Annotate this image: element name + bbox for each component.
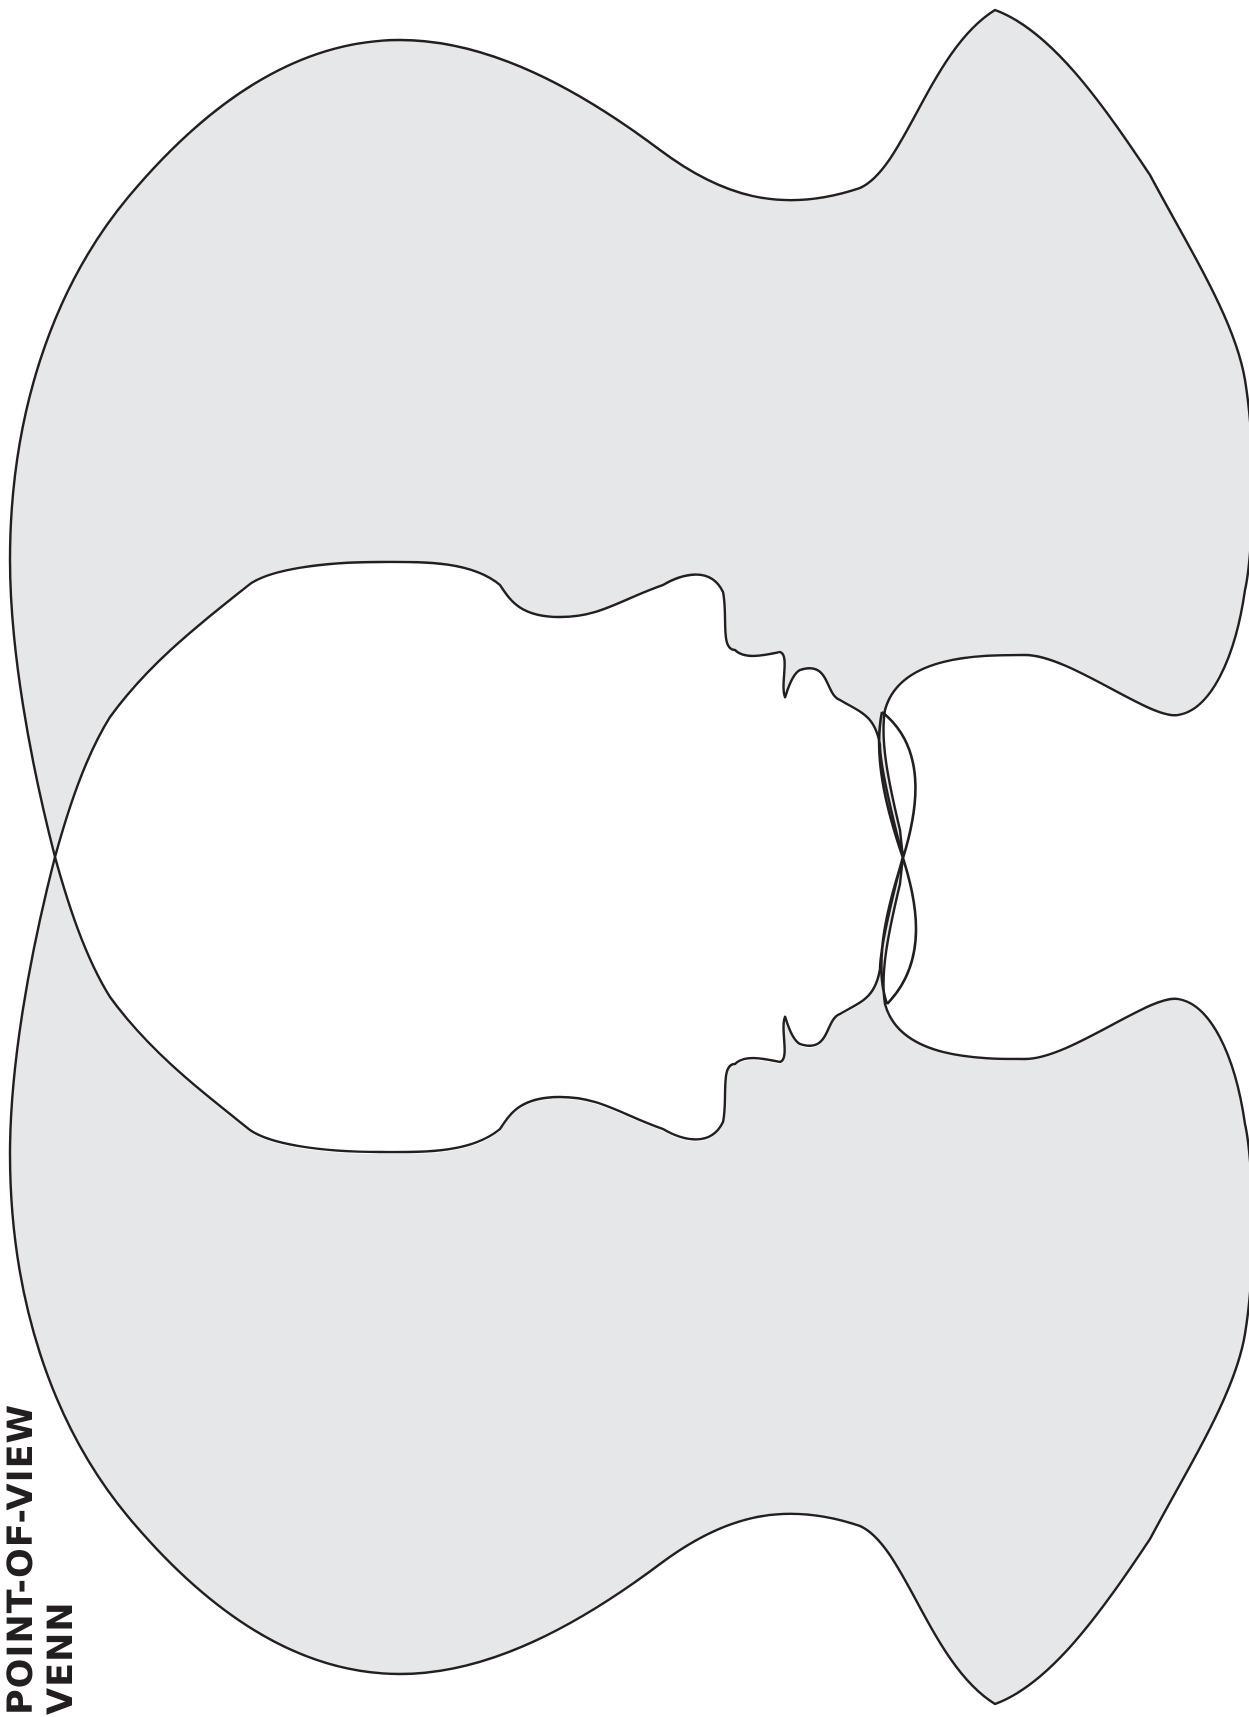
title-line-2: VENN bbox=[44, 1601, 79, 1715]
title-block: POINT-OF-VIEW VENN bbox=[0, 0, 80, 1717]
title-line-1: POINT-OF-VIEW bbox=[4, 1404, 39, 1715]
